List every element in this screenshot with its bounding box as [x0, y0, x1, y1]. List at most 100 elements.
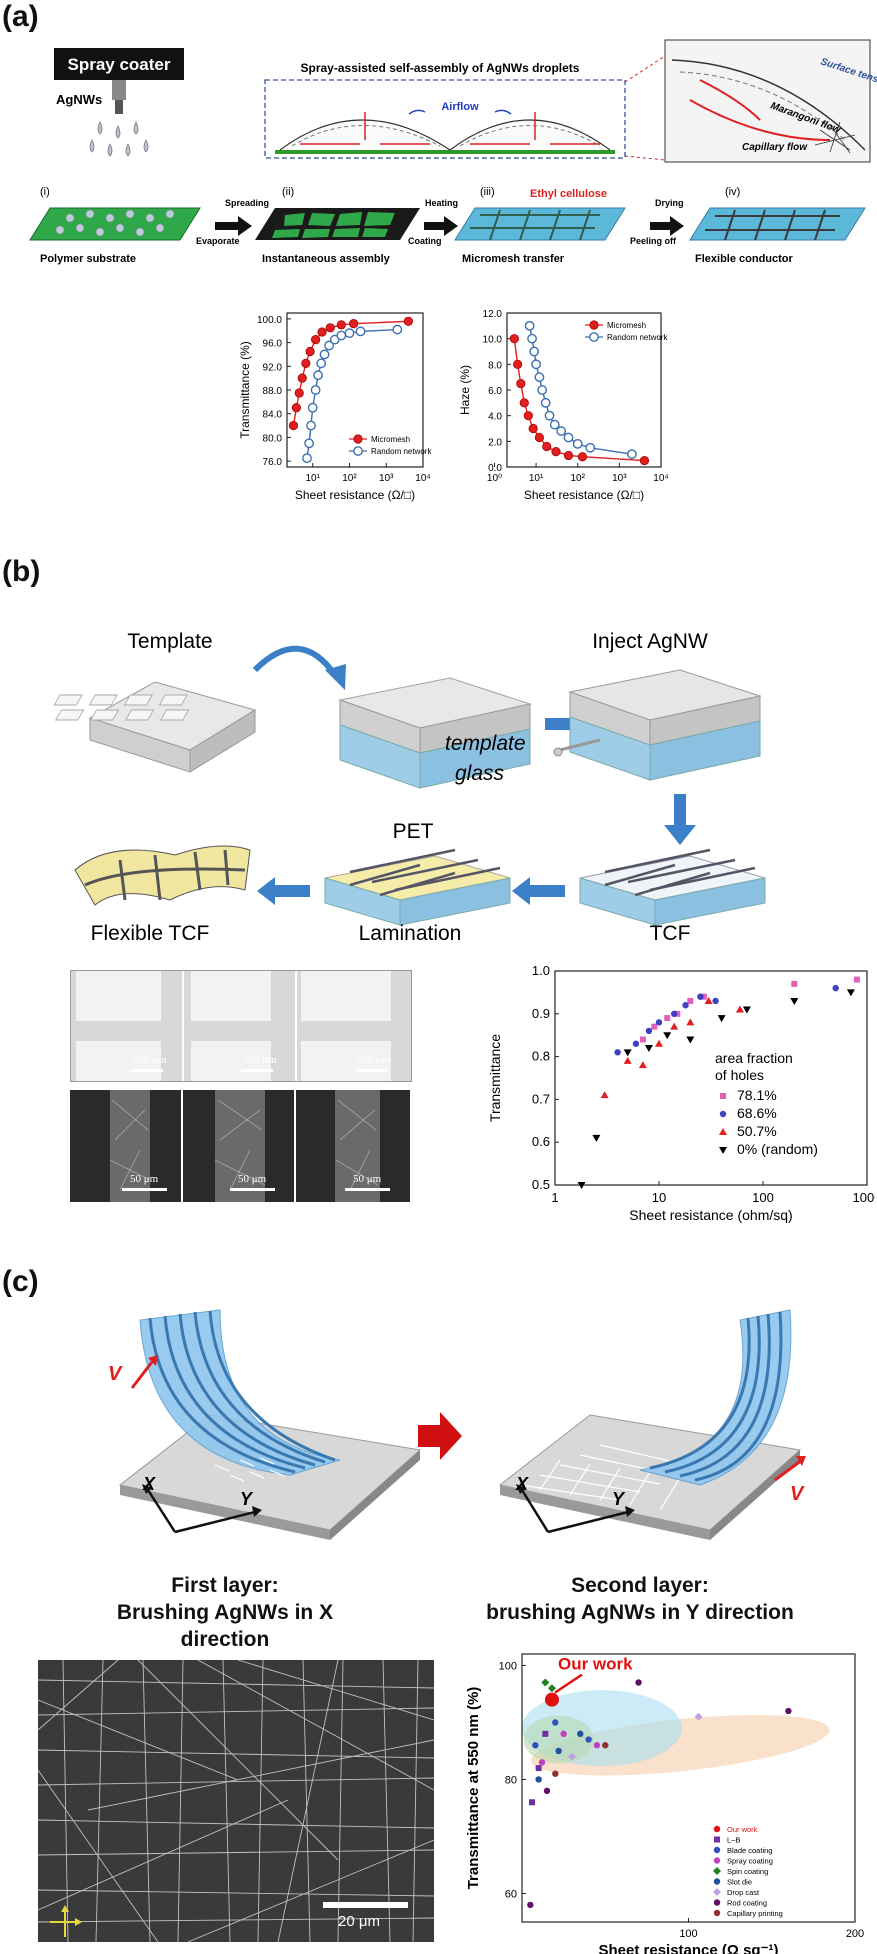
first-layer-desc: Brushing AgNWs in X direction — [116, 1601, 334, 1651]
data-point — [664, 1015, 671, 1022]
edge-zoom-box — [664, 39, 871, 163]
data-point — [567, 1752, 576, 1761]
scale-200-2: 200 μm — [243, 1054, 277, 1066]
y-tick-label: 0.9 — [532, 1006, 550, 1021]
y-tick-label: 12.0 — [483, 309, 503, 320]
legend-marker — [589, 320, 599, 330]
data-point — [552, 1719, 559, 1726]
data-point — [563, 432, 574, 443]
y-axis-label: Transmittance at 550 nm (%) — [465, 1687, 482, 1890]
data-point — [355, 326, 366, 337]
legend-label: Micromesh — [371, 435, 410, 444]
data-point — [543, 1787, 551, 1795]
data-point — [552, 1770, 559, 1777]
data-point — [541, 1678, 550, 1687]
substrate-i — [29, 207, 201, 241]
data-point — [560, 1730, 567, 1738]
legend-marker — [713, 1825, 721, 1833]
spray-title: Spray-assisted self-assembly of AgNWs dr… — [301, 61, 580, 75]
scale-200-3: 200 μm — [356, 1054, 390, 1066]
legend-label: 78.1% — [737, 1087, 777, 1103]
velocity-arrow-right — [774, 1458, 803, 1482]
data-point — [593, 1742, 601, 1749]
series-micromesh — [288, 316, 413, 431]
arrow-label-coating: Coating — [408, 236, 442, 246]
y-tick-label: 96.0 — [263, 339, 283, 350]
second-layer-title: Second layer: — [571, 1574, 709, 1597]
data-point — [645, 1027, 653, 1035]
second-layer-caption: Second layer: brushing AgNWs in Y direct… — [440, 1572, 840, 1626]
substrate-iii — [454, 207, 626, 241]
data-point — [516, 378, 526, 389]
panel-label-b: (b) — [2, 555, 41, 588]
data-point — [663, 1032, 672, 1040]
series-rod-coating — [527, 1679, 792, 1909]
y-tick-label: 6.0 — [488, 386, 502, 397]
plot-frame — [554, 970, 868, 1186]
arrow-to-flexible — [257, 877, 310, 905]
data-point — [305, 346, 315, 357]
chart-area-fraction: 0.50.60.70.80.91.01101001000Sheet resist… — [487, 965, 875, 1223]
x-tick-label: 1000 — [853, 1190, 875, 1205]
y-tick-label: 0.5 — [532, 1177, 550, 1192]
step-i: (i) — [40, 186, 50, 198]
data-point — [638, 1061, 647, 1069]
scale-200-1: 200 μm — [133, 1054, 167, 1066]
y-tick-label: 2.0 — [488, 437, 502, 448]
legend-label: 68.6% — [737, 1105, 777, 1121]
y-axis-label-right: Y — [612, 1489, 626, 1509]
legend-marker — [720, 1093, 726, 1099]
data-point — [549, 419, 560, 430]
series-78-1- — [639, 976, 860, 1043]
ethyl-cellulose-label: Ethyl cellulose — [530, 188, 607, 200]
flexible-tcf-sheet — [74, 845, 251, 906]
data-point — [301, 358, 311, 368]
legend-marker — [719, 1147, 727, 1154]
data-point — [544, 410, 555, 421]
y-tick-label: 92.0 — [263, 362, 283, 373]
y-tick-label: 84.0 — [263, 410, 283, 421]
inject-block — [553, 669, 762, 781]
template-block — [53, 681, 257, 773]
data-point — [623, 1049, 632, 1057]
data-point — [524, 320, 535, 331]
legend-label: Our work — [727, 1825, 758, 1834]
data-point — [600, 1091, 609, 1099]
arrow-label-peeling: Peeling off — [630, 236, 677, 246]
data-point — [313, 370, 323, 381]
data-point — [531, 359, 542, 370]
data-point — [639, 1036, 646, 1043]
legend-marker — [719, 1128, 727, 1135]
template-label: Template — [127, 630, 212, 653]
series-random-network — [524, 320, 637, 460]
y-tick-label: 8.0 — [488, 360, 502, 371]
legend-label: Spray coating — [727, 1857, 773, 1866]
data-point — [349, 319, 359, 329]
data-point — [534, 432, 544, 443]
x-axis-label: Sheet resistance (ohm/sq) — [629, 1207, 792, 1223]
caption-i: Polymer substrate — [40, 253, 136, 265]
nozzle — [112, 80, 126, 100]
schematic-spray-assembly: Spray coater AgNWs Spray-assisted self-a… — [29, 39, 877, 265]
data-point — [509, 334, 519, 344]
legend-marker — [713, 1899, 721, 1906]
data-point — [316, 358, 327, 369]
arrow-1 — [215, 216, 252, 236]
data-point — [626, 449, 637, 460]
first-layer-title: First layer: — [171, 1574, 279, 1597]
data-point — [535, 1765, 542, 1772]
series-68-6- — [614, 984, 839, 1056]
panel-label-a: (a) — [2, 0, 39, 33]
panel-label-c: (c) — [2, 1265, 39, 1298]
y-tick-label: 88.0 — [263, 386, 283, 397]
data-point — [540, 397, 551, 408]
x-axis-label: Sheet resistance (Ω/□) — [295, 488, 415, 502]
data-point — [602, 1742, 609, 1749]
y-axis-label-left: Y — [240, 1489, 254, 1509]
x-tick-label: 10³ — [612, 473, 627, 484]
legend-label: Drop cast — [727, 1888, 760, 1897]
y-tick-label: 76.0 — [263, 457, 283, 468]
legend-marker — [713, 1846, 721, 1854]
legend-title: area fraction — [715, 1050, 793, 1066]
legend-label: L–B — [727, 1836, 740, 1845]
